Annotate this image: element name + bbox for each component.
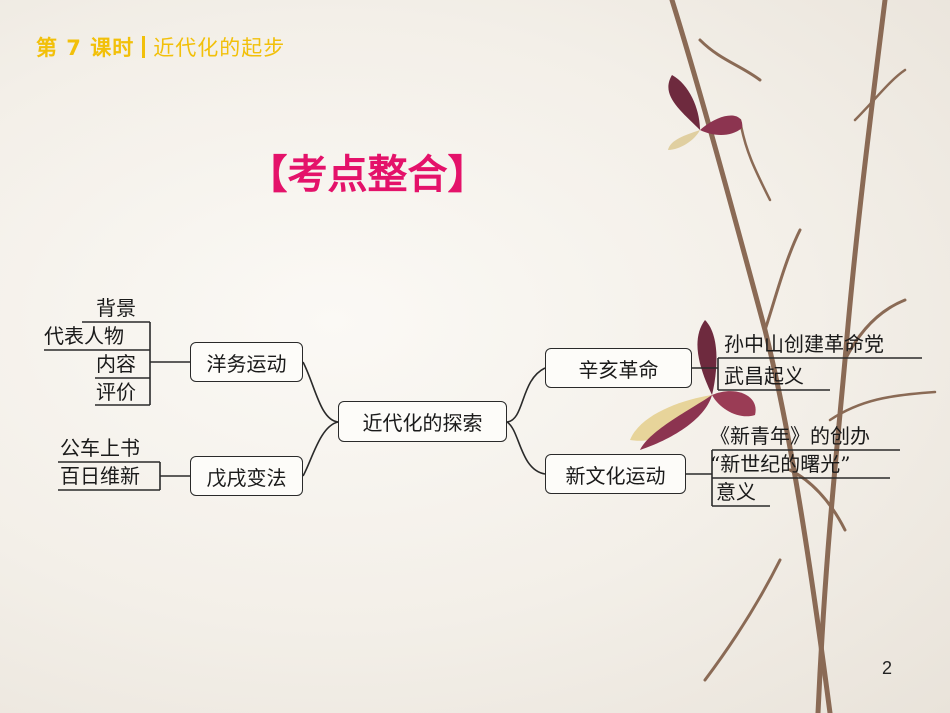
leaf-item: 内容 xyxy=(96,352,136,376)
leaf-item: 武昌起义 xyxy=(724,364,804,388)
leaf-item: 代表人物 xyxy=(44,324,124,348)
leaf-item: 背景 xyxy=(96,296,136,320)
branch-node-yangwu: 洋务运动 xyxy=(190,342,303,382)
mindmap-connectors xyxy=(44,321,922,507)
lesson-header: 第 7 课时近代化的起步 xyxy=(36,32,285,62)
mindmap-center-node: 近代化的探索 xyxy=(338,401,507,442)
branch-node-xinwenhua: 新文化运动 xyxy=(545,454,686,494)
butterfly-icon-top xyxy=(668,75,743,150)
butterfly-icon-middle xyxy=(630,320,756,450)
branch-node-xinhai: 辛亥革命 xyxy=(545,348,692,388)
leaf-item: 《新青年》的创办 xyxy=(710,424,870,448)
decorative-branch xyxy=(669,0,937,713)
lesson-number: 第 7 课时 xyxy=(36,36,135,60)
lesson-topic: 近代化的起步 xyxy=(153,36,286,60)
page-number: 2 xyxy=(881,658,892,678)
branch-node-wuxu: 戊戌变法 xyxy=(190,456,303,496)
leaf-item: “新世纪的曙光” xyxy=(710,452,851,476)
leaf-item: 孙中山创建革命党 xyxy=(724,332,884,356)
leaf-item: 意义 xyxy=(716,480,756,504)
leaf-item: 评价 xyxy=(96,380,136,404)
leaf-item: 公车上书 xyxy=(60,436,140,460)
page-title: 【考点整合】 xyxy=(247,151,488,198)
leaf-item: 百日维新 xyxy=(60,464,140,488)
header-divider xyxy=(142,36,146,58)
